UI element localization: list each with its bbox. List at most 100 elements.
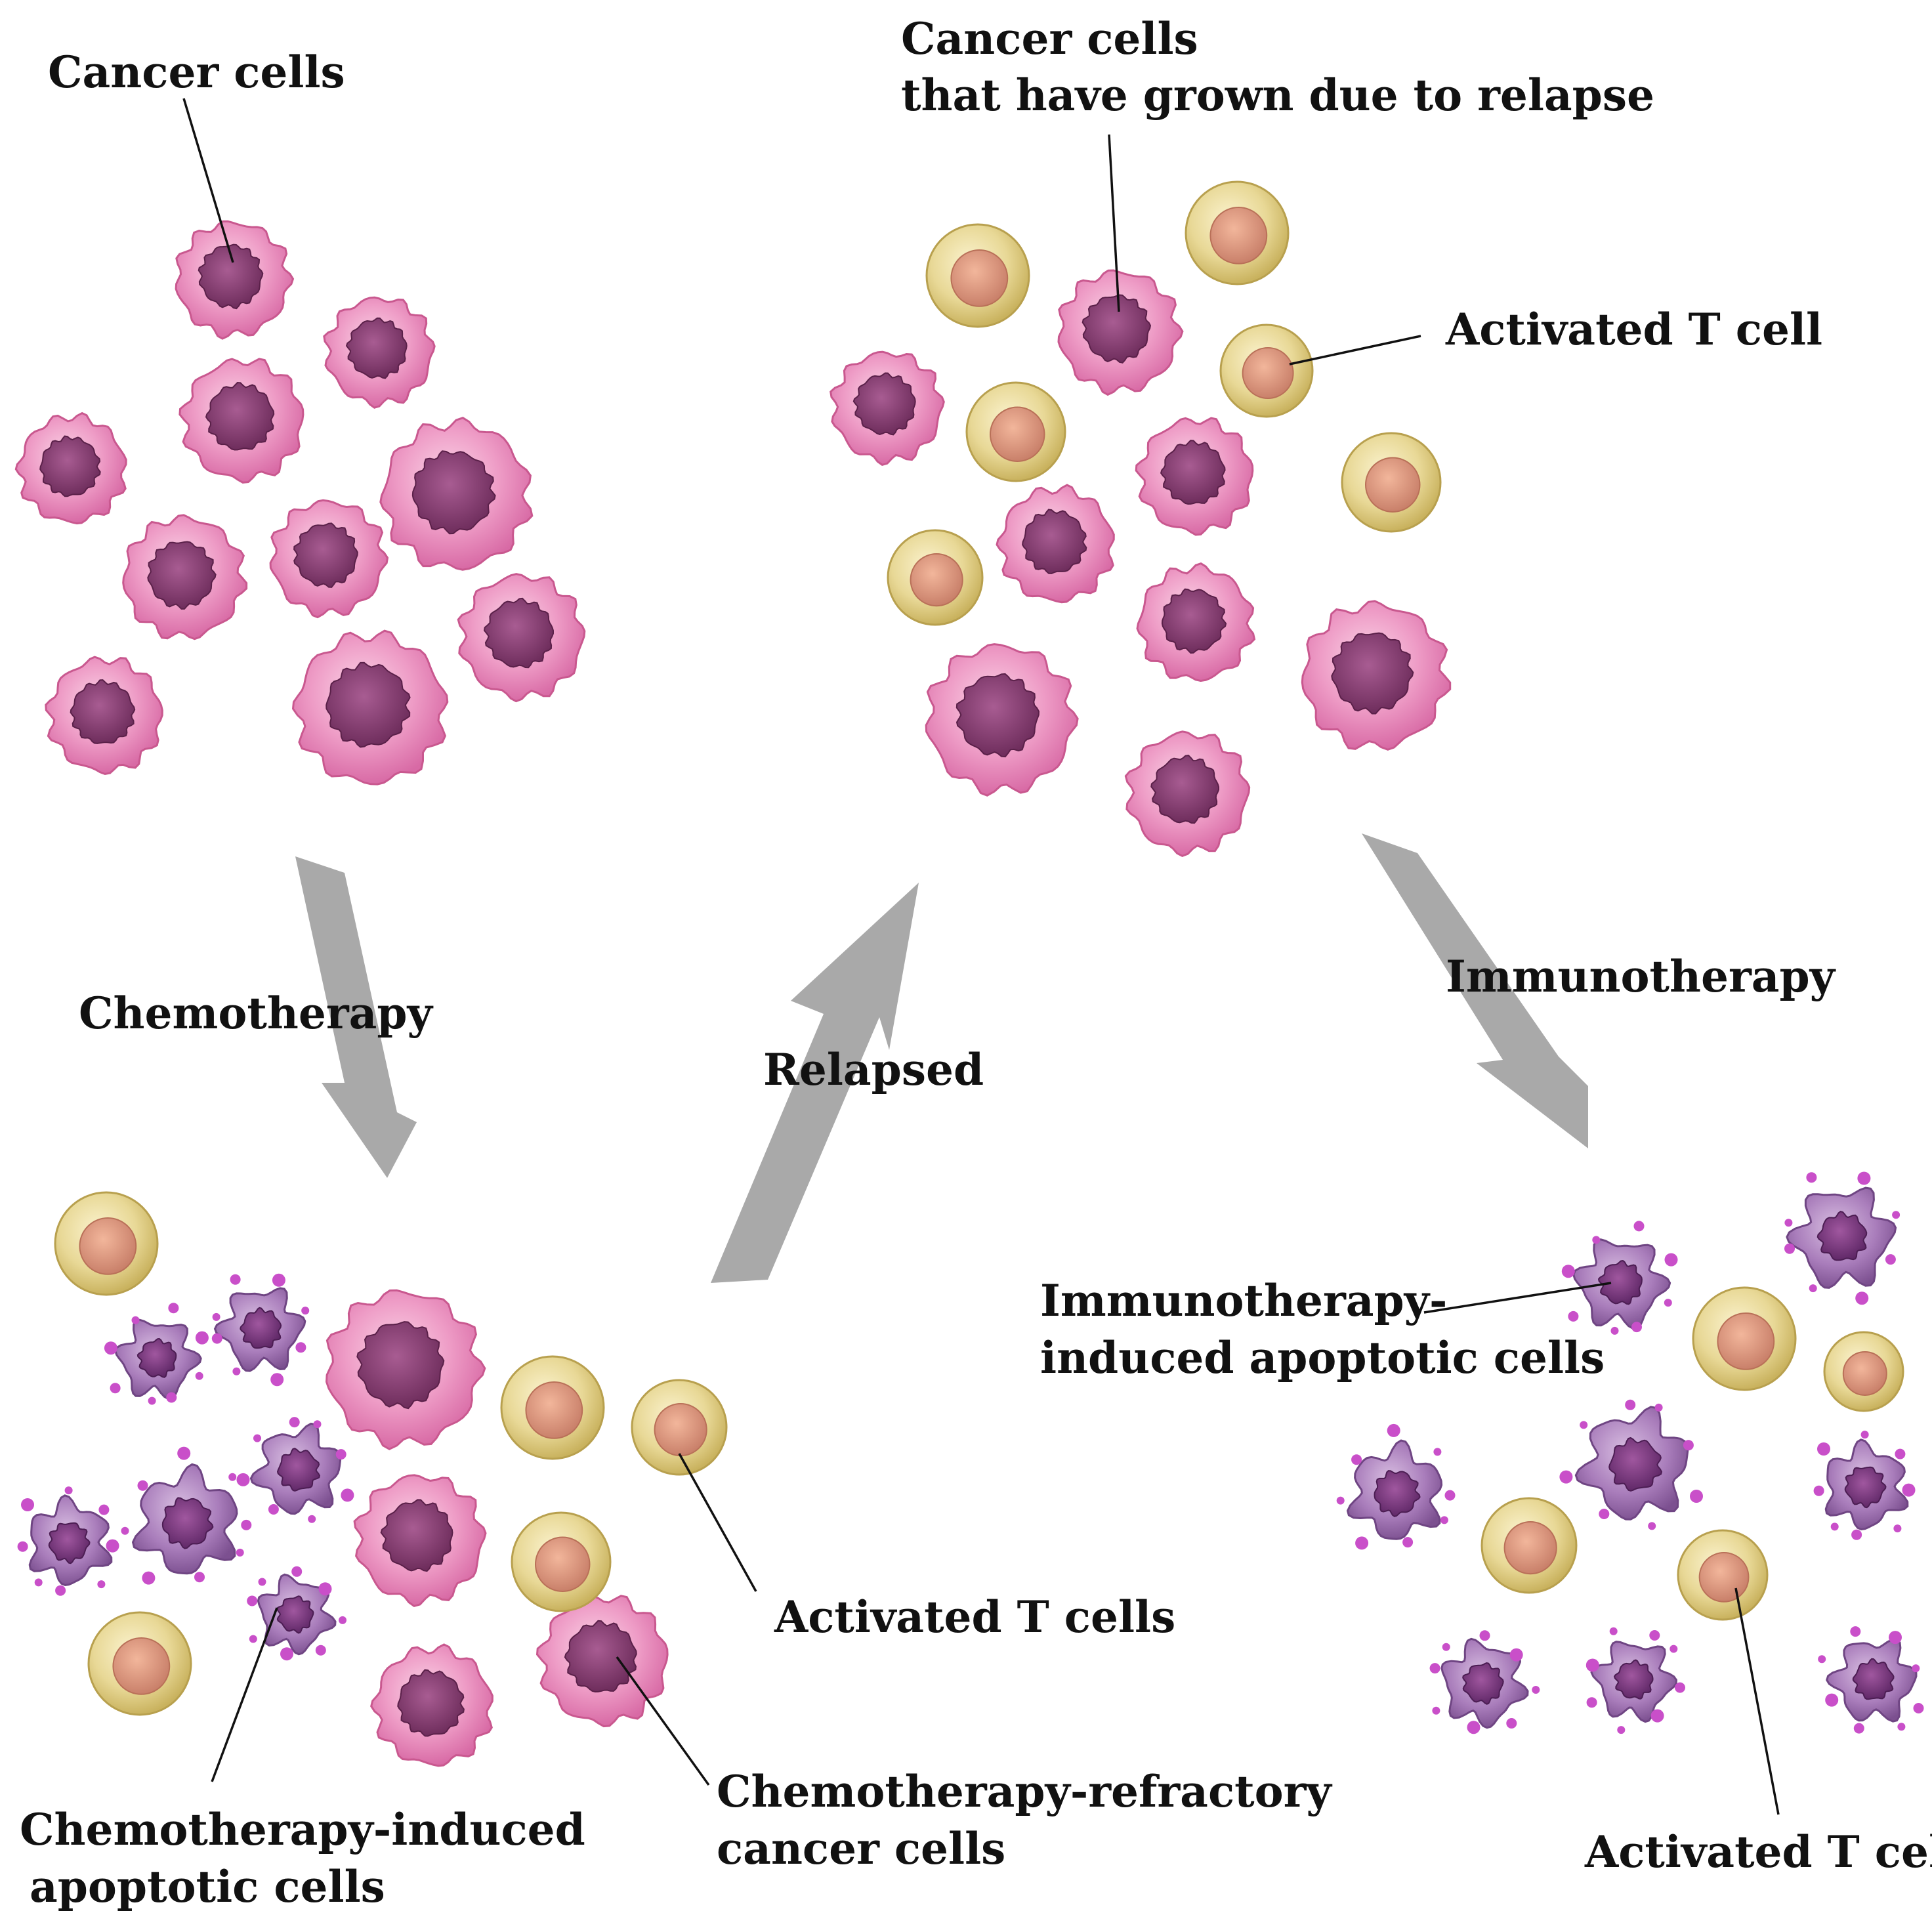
apoptotic-bleb [228, 1473, 237, 1481]
apoptotic-bleb [270, 1373, 284, 1387]
apoptotic-bleb [1893, 1524, 1902, 1533]
apoptotic-bleb [1649, 1630, 1660, 1641]
apoptotic-bleb [1897, 1723, 1906, 1731]
apoptotic-bleb [1855, 1291, 1869, 1305]
apoptotic-bleb [318, 1582, 332, 1596]
cancer-cell [1301, 600, 1452, 751]
apoptotic-cell [121, 1446, 252, 1585]
apoptotic-bleb [1654, 1403, 1663, 1412]
label-activated-t-cell-bottom: Activated T cell [1584, 1826, 1932, 1878]
apoptotic-bleb [17, 1541, 28, 1552]
t-cell [500, 1355, 605, 1460]
apoptotic-bleb [1850, 1626, 1861, 1637]
label-activated-t-cells: Activated T cells [774, 1591, 1175, 1643]
apoptotic-bleb [301, 1307, 310, 1315]
apoptotic-bleb [1683, 1440, 1694, 1451]
apoptotic-cell [211, 1273, 310, 1387]
apoptotic-bleb [1690, 1490, 1703, 1503]
t-cell [87, 1611, 192, 1716]
apoptotic-bleb [295, 1342, 306, 1353]
apoptotic-bleb [1648, 1522, 1656, 1530]
apoptotic-bleb [280, 1647, 293, 1661]
cancer-cell [379, 417, 534, 571]
apoptotic-bleb [142, 1571, 156, 1585]
cancer-cell [122, 514, 248, 640]
t-cell [1219, 324, 1314, 418]
apoptotic-bleb [1851, 1529, 1862, 1540]
apoptotic-bleb [1817, 1442, 1830, 1456]
apoptotic-bleb [1467, 1721, 1480, 1734]
apoptotic-cell [247, 1566, 346, 1661]
apoptotic-cell [1561, 1221, 1678, 1335]
apoptotic-bleb [1610, 1326, 1619, 1335]
cancer-cell [536, 1595, 669, 1728]
apoptotic-bleb [1860, 1431, 1869, 1439]
apoptotic-bleb [1429, 1663, 1440, 1674]
apoptotic-bleb [1387, 1423, 1400, 1437]
apoptotic-bleb [232, 1367, 241, 1375]
apoptotic-cell [1336, 1423, 1456, 1550]
cell-layer [14, 180, 1924, 1767]
apoptotic-bleb [1433, 1448, 1442, 1456]
cancer-cell [830, 350, 945, 467]
apoptotic-bleb [1586, 1697, 1597, 1708]
apoptotic-bleb [1509, 1648, 1523, 1662]
leader-line-refractory [616, 1656, 710, 1786]
apoptotic-bleb [1580, 1421, 1588, 1429]
label-cancer-cells: Cancer cells [48, 47, 345, 98]
apoptotic-bleb [1479, 1630, 1490, 1641]
apoptotic-bleb [1857, 1171, 1871, 1185]
apoptotic-cell [1586, 1627, 1685, 1734]
apoptotic-bleb [55, 1585, 66, 1596]
apoptotic-bleb [253, 1434, 261, 1442]
leader-line-activated-t-cell-bottom [1734, 1587, 1780, 1815]
apoptotic-cell [1818, 1626, 1924, 1734]
apoptotic-bleb [272, 1273, 285, 1287]
label-immuno-apoptotic-line2: induced apoptotic cells [1040, 1332, 1605, 1383]
apoptotic-bleb [1609, 1627, 1618, 1635]
apoptotic-bleb [168, 1303, 179, 1314]
apoptotic-bleb [1913, 1703, 1924, 1713]
apoptotic-bleb [97, 1580, 106, 1589]
apoptotic-bleb [1825, 1693, 1839, 1707]
apoptotic-bleb [137, 1480, 148, 1491]
apoptotic-cell [236, 1417, 354, 1523]
apoptotic-bleb [1444, 1490, 1456, 1501]
label-chemotherapy: Chemotherapy [79, 988, 434, 1039]
apoptotic-bleb [291, 1566, 303, 1577]
apoptotic-cell [17, 1486, 119, 1596]
apoptotic-bleb [1532, 1686, 1540, 1694]
apoptotic-bleb [1568, 1311, 1579, 1322]
apoptotic-bleb [1561, 1265, 1575, 1278]
leader-line-immuno-apoptotic [1423, 1282, 1612, 1314]
apoptotic-cell [1784, 1171, 1900, 1305]
apoptotic-bleb [258, 1578, 266, 1586]
apoptotic-bleb [1670, 1645, 1678, 1653]
apoptotic-bleb [148, 1396, 156, 1405]
cancer-cell [1057, 269, 1184, 396]
cancer-cell [370, 1643, 494, 1767]
apoptotic-bleb [1402, 1537, 1414, 1548]
apoptotic-bleb [64, 1486, 73, 1495]
apoptotic-bleb [131, 1316, 140, 1324]
t-cell [1341, 432, 1442, 533]
apoptotic-bleb [121, 1526, 129, 1535]
cancer-cell [925, 643, 1079, 797]
apoptotic-bleb [1895, 1448, 1906, 1459]
apoptotic-bleb [1559, 1470, 1573, 1484]
leader-line-grown-cancer-cells [1108, 134, 1120, 312]
t-cell [1480, 1497, 1578, 1594]
label-grown-cancer-cells-line2: that have grown due to relapse [901, 70, 1654, 121]
cancer-cell [45, 656, 163, 776]
apoptotic-bleb [241, 1519, 252, 1530]
apoptotic-bleb [230, 1274, 241, 1285]
cancer-cell [178, 358, 304, 484]
apoptotic-bleb [166, 1392, 177, 1403]
cancer-cell [323, 296, 436, 409]
leader-line-cancer-cells [182, 98, 234, 263]
apoptotic-bleb [195, 1331, 209, 1345]
t-cell [925, 223, 1030, 328]
label-grown-cancer-cells-line1: Cancer cells [901, 13, 1198, 64]
apoptotic-bleb [1592, 1236, 1601, 1244]
t-cell [54, 1191, 159, 1296]
